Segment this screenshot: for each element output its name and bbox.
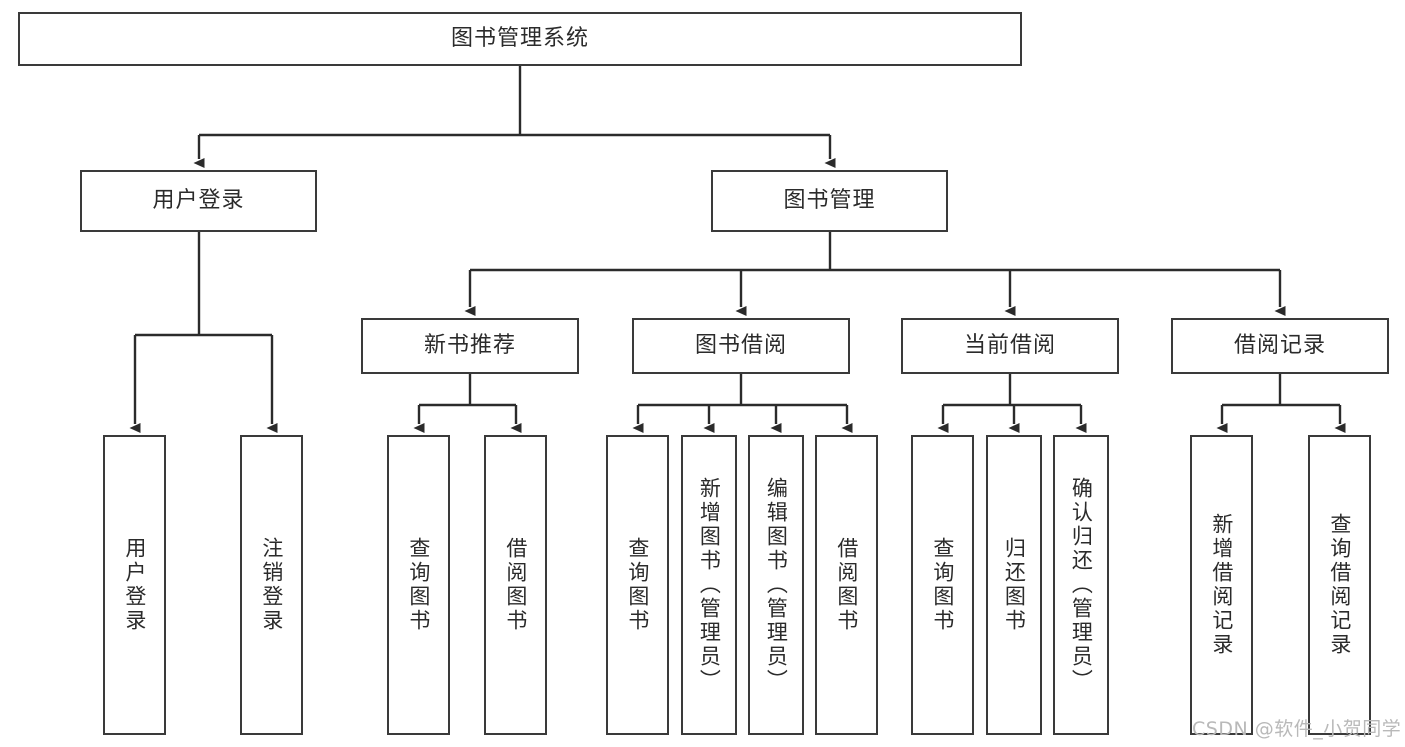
node-label: 当前借阅 <box>963 332 1056 358</box>
node-borrow[interactable]: 图书借阅 <box>632 318 850 374</box>
node-label: 用户登录 <box>152 187 245 213</box>
node-label: 用户登录 <box>122 537 147 633</box>
node-label: 借阅记录 <box>1233 332 1326 358</box>
node-label: 查询图书 <box>625 537 650 633</box>
node-label: 注销登录 <box>259 537 284 633</box>
node-bookmgmt[interactable]: 图书管理 <box>711 170 948 232</box>
node-label: 新书推荐 <box>423 332 516 358</box>
node-label: 借阅图书 <box>503 537 528 633</box>
node-login[interactable]: 用户登录 <box>80 170 317 232</box>
node-label: 确认归还（管理员） <box>1069 477 1094 693</box>
node-l_b1[interactable]: 借阅图书 <box>484 435 547 735</box>
node-label: 查询借阅记录 <box>1327 513 1352 657</box>
node-l_edit[interactable]: 编辑图书（管理员） <box>748 435 804 735</box>
node-l_b2[interactable]: 借阅图书 <box>815 435 878 735</box>
node-label: 借阅图书 <box>834 537 859 633</box>
node-label: 归还图书 <box>1002 537 1027 633</box>
node-label: 查询图书 <box>406 537 431 633</box>
node-label: 查询图书 <box>930 537 955 633</box>
node-l_q2[interactable]: 查询图书 <box>606 435 669 735</box>
node-records[interactable]: 借阅记录 <box>1171 318 1389 374</box>
node-l_add[interactable]: 新增图书（管理员） <box>681 435 737 735</box>
node-current[interactable]: 当前借阅 <box>901 318 1119 374</box>
node-label: 图书借阅 <box>694 332 787 358</box>
node-l_conf[interactable]: 确认归还（管理员） <box>1053 435 1109 735</box>
node-label: 图书管理系统 <box>450 25 589 51</box>
node-l_qrec[interactable]: 查询借阅记录 <box>1308 435 1371 735</box>
node-l_logout[interactable]: 注销登录 <box>240 435 303 735</box>
watermark: CSDN @软件_小贺同学 <box>1192 718 1402 740</box>
node-l_login[interactable]: 用户登录 <box>103 435 166 735</box>
node-l_q3[interactable]: 查询图书 <box>911 435 974 735</box>
node-label: 编辑图书（管理员） <box>764 477 789 693</box>
node-l_addrec[interactable]: 新增借阅记录 <box>1190 435 1253 735</box>
node-label: 新增图书（管理员） <box>697 477 722 693</box>
node-newbook[interactable]: 新书推荐 <box>361 318 579 374</box>
node-l_ret[interactable]: 归还图书 <box>986 435 1042 735</box>
node-label: 图书管理 <box>783 187 876 213</box>
node-root[interactable]: 图书管理系统 <box>18 12 1022 66</box>
node-label: 新增借阅记录 <box>1209 513 1234 657</box>
node-l_q1[interactable]: 查询图书 <box>387 435 450 735</box>
